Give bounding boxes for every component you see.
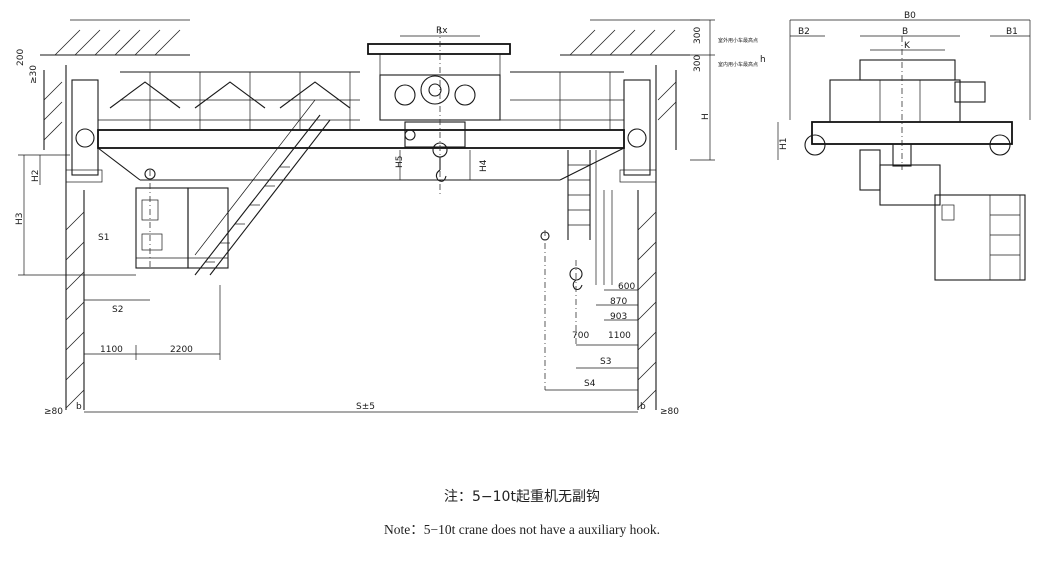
label-700: 700	[572, 331, 589, 341]
label-K: K	[904, 41, 911, 51]
roof-hatch-right	[560, 19, 700, 56]
crane-general-arrangement-drawing: Rx 室外用小车最高点 室内用小车最高点 300 300 h H H2 H3 H…	[15, 11, 1031, 417]
label-h-small: h	[760, 55, 766, 65]
label-B: B	[902, 27, 908, 37]
label-600: 600	[618, 282, 635, 292]
label-S3: S3	[600, 357, 611, 367]
stairs	[194, 99, 331, 276]
label-200: 200	[16, 49, 26, 66]
label-ge80-left: ≥80	[44, 407, 63, 417]
label-S2: S2	[112, 305, 123, 315]
walkway-railing	[120, 71, 624, 130]
hook-limit-positions	[144, 168, 583, 390]
label-S4: S4	[584, 379, 596, 389]
label-S1: S1	[98, 233, 109, 243]
label-b-left: b	[76, 402, 82, 412]
front-view: Rx 室外用小车最高点 室内用小车最高点 300 300 h H H2 H3 H…	[15, 19, 766, 417]
label-H5: H5	[395, 156, 405, 169]
label-1100-right: 1100	[608, 331, 631, 341]
label-ge80-right: ≥80	[660, 407, 679, 417]
label-H3: H3	[15, 213, 25, 226]
label-H2: H2	[31, 170, 41, 183]
label-ge30: ≥30	[29, 65, 39, 84]
label-300-mid: 300	[693, 55, 703, 72]
label-H1: H1	[779, 138, 789, 151]
dimension-labels: Rx 室外用小车最高点 室内用小车最高点 300 300 h H H2 H3 H…	[15, 26, 766, 417]
operator-cab	[135, 187, 229, 269]
right-wall	[637, 65, 677, 410]
label-b-right: b	[640, 402, 646, 412]
label-B0: B0	[904, 11, 916, 21]
lamps	[109, 81, 351, 109]
label-span: S±5	[356, 402, 375, 412]
note-english: Note：5−10t crane does not have a auxilia…	[383, 522, 661, 537]
label-B2: B2	[798, 27, 810, 37]
label-1100-left: 1100	[100, 345, 123, 355]
label-2200: 2200	[170, 345, 193, 355]
dimension-lines	[18, 19, 715, 413]
main-hook	[432, 142, 448, 182]
label-H4: H4	[479, 159, 489, 172]
left-wall	[43, 65, 85, 410]
roof-hatch-left	[40, 19, 190, 56]
label-H: H	[701, 113, 711, 120]
label-rx: Rx	[436, 26, 448, 36]
ladder	[567, 150, 613, 285]
main-girder	[97, 119, 625, 181]
side-view: B0 B2 B B1 K H1	[777, 11, 1031, 281]
label-903: 903	[610, 312, 627, 322]
end-carriages	[65, 79, 657, 183]
label-indoor-trolley-top: 室内用小车最高点	[718, 61, 758, 68]
trolley	[367, 28, 511, 195]
label-300-top: 300	[693, 27, 703, 44]
label-outdoor-trolley-top: 室外用小车最高点	[718, 37, 758, 44]
label-870: 870	[610, 297, 627, 307]
label-B1: B1	[1006, 27, 1018, 37]
note-chinese: 注：5−10t起重机无副钩	[444, 489, 600, 505]
